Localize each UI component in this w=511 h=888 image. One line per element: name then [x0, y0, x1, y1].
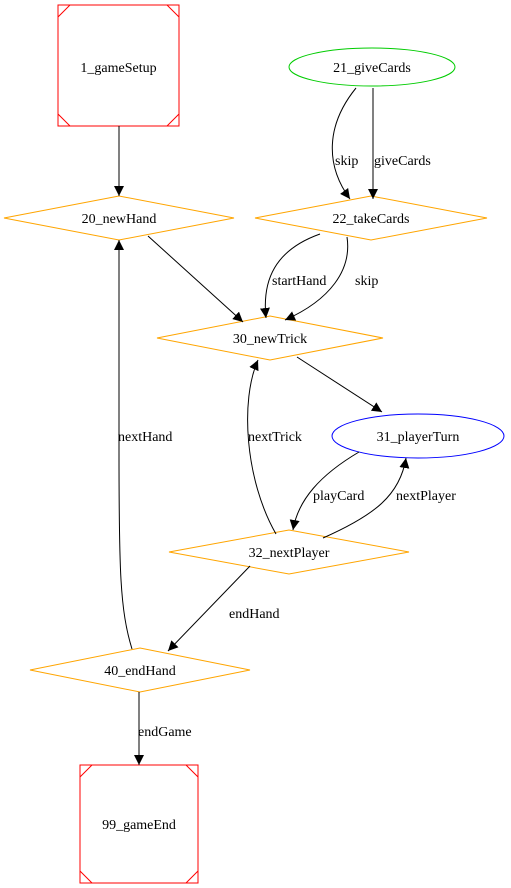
node-next-player: 32_nextPlayer — [168, 529, 410, 575]
node-game-end: 99_gameEnd — [79, 764, 199, 884]
edge-end-hand — [167, 565, 251, 652]
edge-take-cards-skip — [284, 236, 349, 321]
node-label: 1_gameSetup — [80, 61, 156, 76]
node-label: 99_gameEnd — [102, 818, 176, 833]
edge-label-next-player: nextPlayer — [396, 489, 456, 504]
node-game-setup: 1_gameSetup — [57, 4, 180, 127]
node-label: 30_newTrick — [233, 332, 307, 347]
node-end-hand: 40_endHand — [29, 647, 251, 693]
node-new-trick: 30_newTrick — [156, 315, 384, 361]
edge-label-give-cards: giveCards — [374, 154, 431, 169]
node-label: 31_playerTurn — [377, 430, 460, 445]
node-label: 22_takeCards — [333, 212, 410, 227]
edge-play-card — [289, 451, 360, 531]
node-give-cards: 21_giveCards — [288, 47, 456, 87]
edge-label-play-card: playCard — [313, 489, 364, 504]
edge-label-skip: skip — [335, 154, 358, 169]
edge-label-start-hand: startHand — [272, 274, 326, 289]
edge-label-next-trick: nextTrick — [248, 430, 302, 445]
edge-label-end-game: endGame — [138, 725, 192, 740]
node-player-turn: 31_playerTurn — [331, 413, 505, 459]
edge-give-cards-skip — [331, 87, 357, 200]
node-take-cards: 22_takeCards — [254, 195, 488, 241]
edge-new-hand-to-new-trick — [147, 235, 244, 323]
edge-label-next-hand: nextHand — [118, 430, 172, 445]
node-label: 21_giveCards — [333, 61, 411, 76]
node-label: 40_endHand — [104, 664, 176, 679]
edge-next-trick — [247, 359, 277, 535]
edge-start-hand — [259, 233, 321, 319]
edge-label-end-hand: endHand — [229, 607, 280, 622]
edge-next-player — [322, 457, 410, 539]
edge-new-trick-to-player-turn — [296, 356, 383, 413]
edge-label-skip: skip — [355, 274, 378, 289]
node-label: 32_nextPlayer — [249, 546, 330, 561]
edge-next-hand — [114, 240, 133, 650]
node-new-hand: 20_newHand — [3, 195, 235, 241]
node-label: 20_newHand — [82, 212, 157, 227]
